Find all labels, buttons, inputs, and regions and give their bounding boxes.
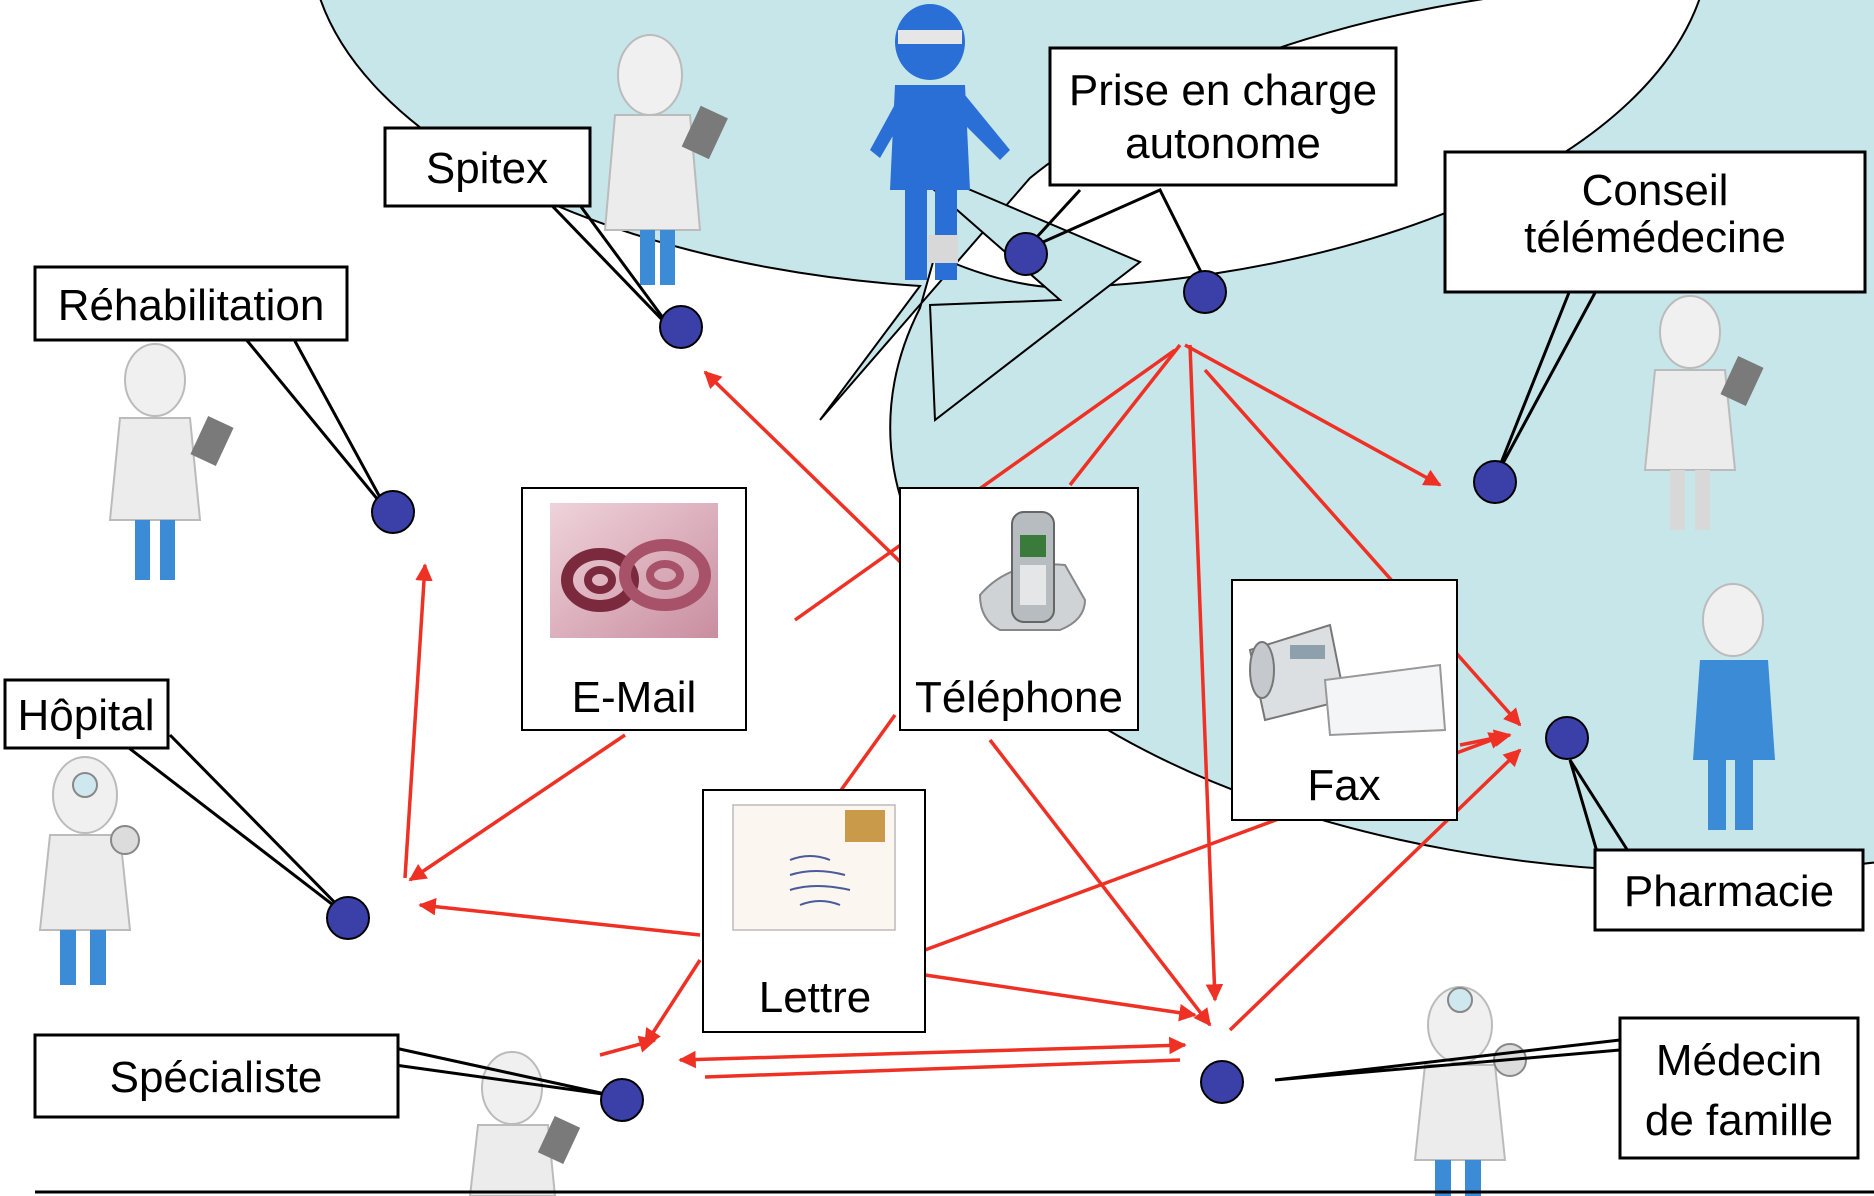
arrow	[403, 563, 433, 879]
svg-text:Pharmacie: Pharmacie	[1624, 867, 1834, 916]
node-pharmacie	[1545, 716, 1589, 760]
svg-text:de famille: de famille	[1645, 1096, 1833, 1145]
svg-text:Prise en charge: Prise en charge	[1069, 66, 1377, 115]
arrow	[1228, 748, 1522, 1032]
label-specialiste: Spécialiste	[33, 1033, 400, 1119]
cycle-nodes	[326, 232, 1589, 1122]
svg-text:autonome: autonome	[1125, 119, 1321, 168]
node-hopital	[326, 896, 370, 940]
node-medecin-de-famille	[1200, 1060, 1244, 1104]
arrow	[1203, 368, 1522, 727]
arrow	[1459, 729, 1512, 747]
patient-figure	[870, 4, 1010, 280]
figure-rehabilitation	[108, 343, 234, 580]
cycle-arrow-head	[899, 159, 1142, 422]
arrow	[678, 1036, 1187, 1069]
node-rehabilitation	[371, 490, 415, 534]
label-pharmacie: Pharmacie	[1593, 848, 1865, 932]
node-specialiste	[600, 1078, 644, 1122]
figure-medecin-de-famille	[1413, 986, 1527, 1196]
svg-text:Hôpital: Hôpital	[18, 691, 155, 740]
arrow	[793, 348, 1177, 622]
figure-telemedecine	[1643, 295, 1764, 530]
svg-text:Réhabilitation: Réhabilitation	[58, 281, 325, 330]
arrow	[704, 1058, 1181, 1079]
svg-text:Conseil: Conseil	[1582, 166, 1729, 215]
telephone-icon	[978, 511, 1087, 631]
svg-text:Médecin: Médecin	[1656, 1036, 1822, 1085]
arrow	[924, 973, 1197, 1022]
svg-text:Spitex: Spitex	[426, 144, 548, 193]
letter-icon	[732, 804, 896, 931]
fax-box: Fax	[1231, 579, 1458, 821]
node-prise-en-charge-a	[1004, 232, 1048, 276]
node-spitex	[659, 305, 703, 349]
arrow	[1184, 343, 1442, 487]
letter-box: Lettre	[702, 789, 926, 1033]
fax-icon	[1248, 623, 1447, 737]
connection-arrows	[403, 343, 1522, 1079]
node-telemedecine	[1473, 460, 1517, 504]
telephone-box: Téléphone	[899, 487, 1139, 731]
arrow	[1188, 344, 1224, 1002]
fax-label: Fax	[1307, 761, 1380, 810]
label-spitex: Spitex	[383, 126, 592, 208]
figure-hopital	[38, 756, 140, 985]
arrow	[599, 1035, 657, 1057]
figure-specialiste	[468, 1051, 581, 1196]
letter-label: Lettre	[759, 973, 872, 1022]
svg-text:télémédecine: télémédecine	[1524, 213, 1786, 262]
arrow	[418, 897, 701, 937]
arrow	[988, 738, 1212, 1027]
figure-pharmacie	[1693, 583, 1775, 830]
svg-text:Spécialiste: Spécialiste	[110, 1053, 323, 1102]
arrow	[1068, 343, 1182, 487]
email-label: E-Mail	[572, 673, 697, 722]
label-medecin-de-famille: Médecin de famille	[1618, 1016, 1860, 1160]
label-rehabilitation: Réhabilitation	[33, 265, 349, 342]
email-icon	[561, 539, 711, 612]
arrow	[643, 959, 702, 1047]
node-prise-en-charge-b	[1183, 270, 1227, 314]
telephone-label: Téléphone	[915, 673, 1123, 722]
label-conseil-telemedecine: Conseil télémédecine	[1443, 150, 1867, 294]
arrow	[408, 733, 626, 882]
label-hopital: Hôpital	[3, 678, 170, 750]
figure-spitex	[603, 34, 728, 285]
label-prise-en-charge-autonome: Prise en charge autonome	[1048, 46, 1398, 187]
email-box: E-Mail	[521, 487, 747, 731]
